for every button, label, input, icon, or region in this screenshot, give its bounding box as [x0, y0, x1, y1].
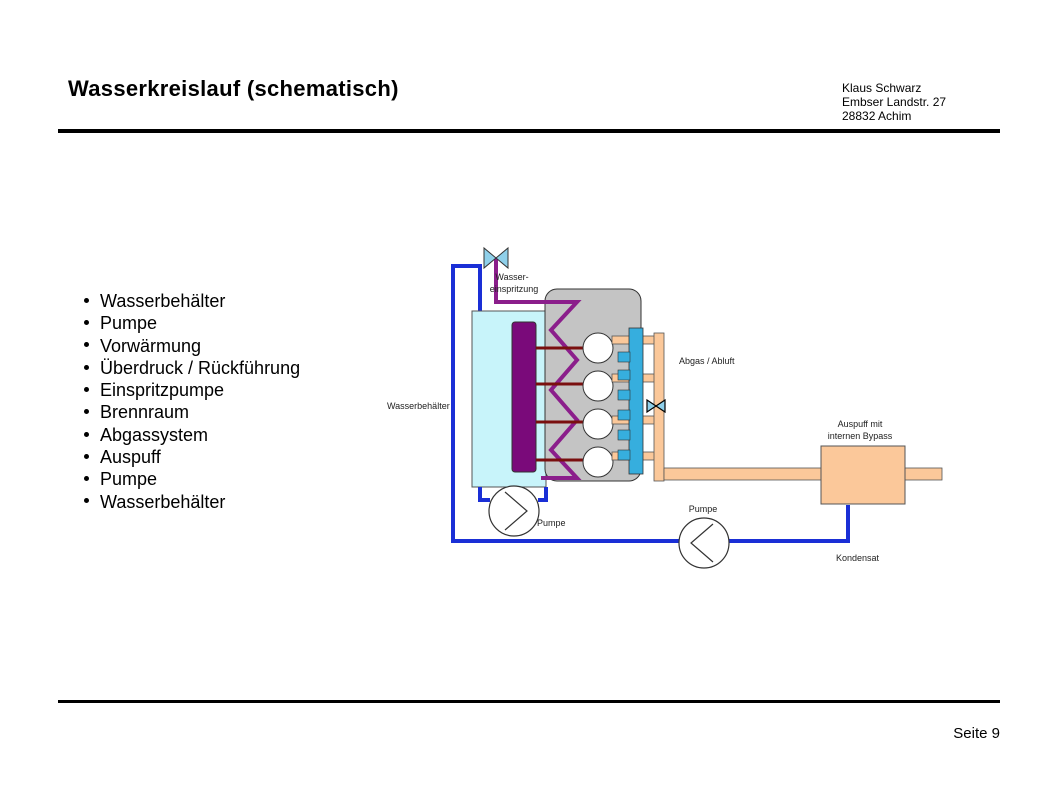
pump-left-icon: [488, 485, 540, 537]
address-name: Klaus Schwarz: [842, 81, 922, 95]
bullet-icon: [84, 386, 89, 392]
label-pump-left: Pumpe: [537, 518, 566, 528]
bullet-icon: [84, 431, 89, 437]
bullet-icon: [84, 320, 89, 326]
cylinder: [582, 332, 614, 364]
bullet-icon: [84, 498, 89, 504]
injection-pipe: [494, 258, 541, 304]
label-muffler: Auspuff mit: [838, 419, 883, 429]
bullet-icon: [84, 476, 89, 482]
injector-nozzle: [617, 351, 631, 363]
footer-divider: [58, 700, 1000, 703]
heater-coil: [541, 300, 582, 480]
list-item: Pumpe: [84, 468, 300, 490]
cylinder: [582, 370, 614, 402]
list-item: Wasserbehälter: [84, 290, 300, 312]
heater-rod: [511, 321, 537, 473]
bypass-valve-icon: [646, 398, 666, 414]
cylinder: [582, 408, 614, 440]
injector-nozzle: [617, 409, 631, 421]
list-item: Einspritzpumpe: [84, 379, 300, 401]
label-condensate: Kondensat: [836, 553, 880, 563]
list-item: Pumpe: [84, 312, 300, 334]
label-tank: Wasserbehälter: [387, 401, 450, 411]
muffler-pipe-out: [903, 467, 943, 481]
bullet-list: Wasserbehälter Pumpe Vorwärmung Überdruc…: [84, 290, 300, 513]
bullet-icon: [84, 342, 89, 348]
bullet-icon: [84, 364, 89, 370]
injector-rail: [628, 327, 644, 475]
label-muffler: internen Bypass: [828, 431, 893, 441]
cylinder: [582, 446, 614, 478]
injector-nozzle: [617, 369, 631, 381]
address-street: Embser Landstr. 27: [842, 95, 947, 109]
water-return-line: [451, 264, 850, 543]
injector-nozzle: [617, 389, 631, 401]
list-item: Brennraum: [84, 401, 300, 423]
injector-nozzle: [617, 429, 631, 441]
list-item: Überdruck / Rückführung: [84, 357, 300, 379]
author-address: Klaus Schwarz Embser Landstr. 27 28832 A…: [842, 81, 946, 123]
muffler: [820, 445, 906, 505]
address-city: 28832 Achim: [842, 109, 912, 123]
list-item: Wasserbehälter: [84, 491, 300, 513]
page-number: Seite 9: [953, 725, 1000, 742]
slide-title: Wasserkreislauf (schematisch): [68, 76, 399, 101]
header-divider: [58, 129, 1000, 133]
injection-valve-icon: [483, 246, 509, 270]
list-item: Vorwärmung: [84, 335, 300, 357]
label-exhaust: Abgas / Abluft: [679, 356, 735, 366]
bullet-icon: [84, 297, 89, 303]
injector-nozzle: [617, 449, 631, 461]
list-item: Auspuff: [84, 446, 300, 468]
label-injection: einspritzung: [490, 284, 539, 294]
tank-pump-line: [478, 487, 548, 502]
exhaust-pipe: [663, 467, 823, 481]
bullet-icon: [84, 409, 89, 415]
pump-right-icon: [678, 517, 730, 569]
bullet-icon: [84, 453, 89, 459]
label-pump-right: Pumpe: [689, 504, 718, 514]
list-item: Abgassystem: [84, 424, 300, 446]
label-injection: Wasser-: [495, 272, 528, 282]
